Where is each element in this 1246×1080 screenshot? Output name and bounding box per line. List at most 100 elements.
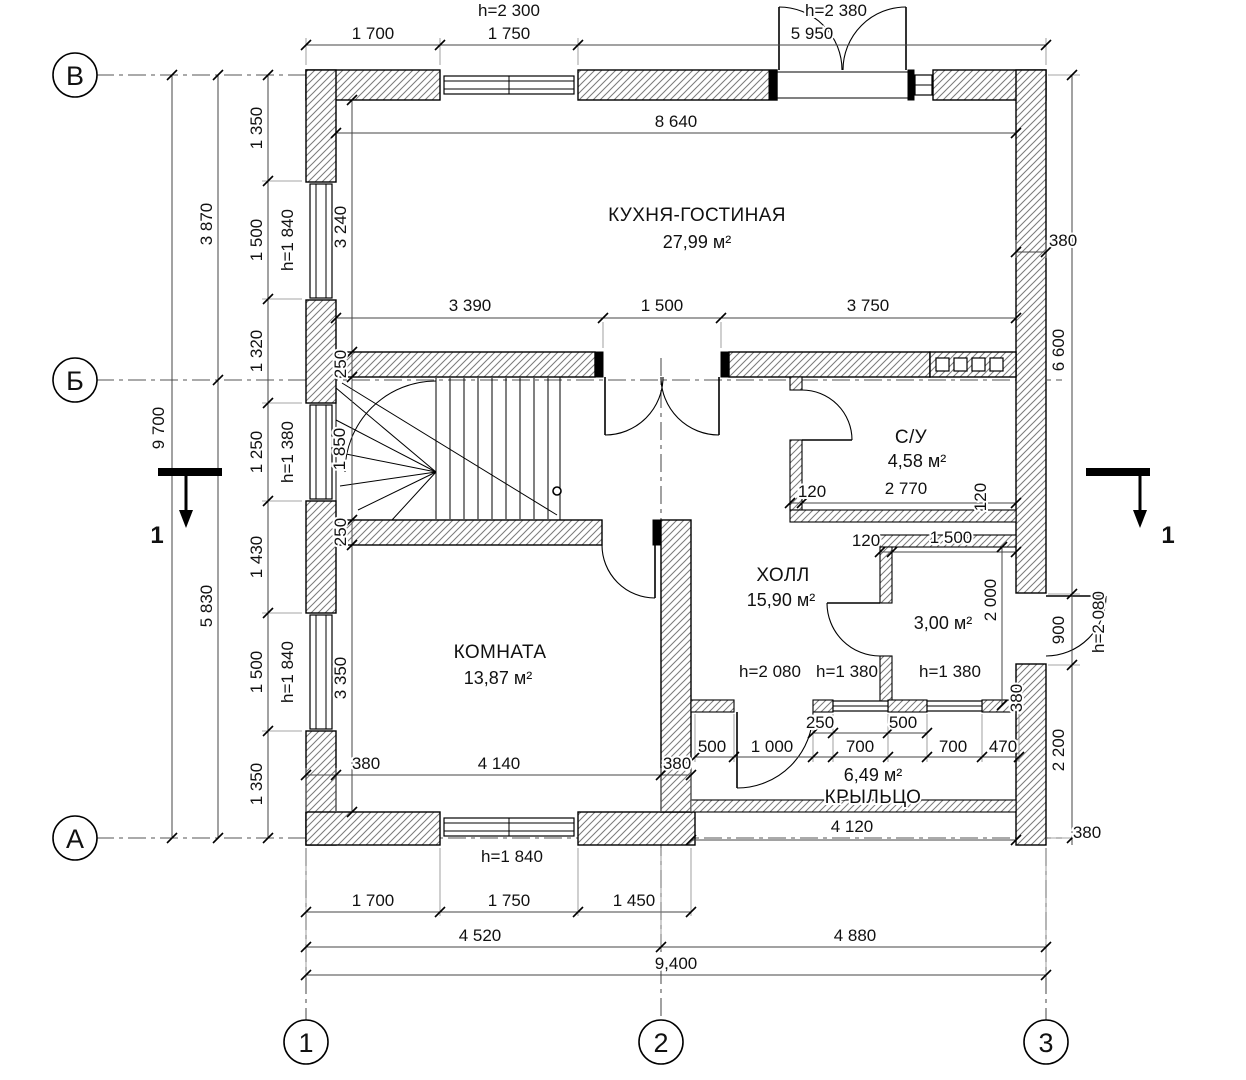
- door-jamb: [720, 351, 730, 378]
- vent-cell: [935, 357, 950, 372]
- dim-right-porch-height: 2 200: [1049, 729, 1068, 772]
- dim-left-window2-height: h=1 380: [278, 421, 297, 483]
- axis-circle-1: [283, 1019, 329, 1065]
- wall-kitchen-south-2: [728, 351, 931, 378]
- dim-top-w2: 1 750: [488, 24, 531, 43]
- dim-left-s6: 1 500: [247, 651, 266, 694]
- room-porch-name: КРЫЛЬЦО: [825, 787, 922, 808]
- dimension-labels-bedroom-row: 380 4 140 380: [350, 752, 693, 775]
- dim-porch-window2-height: h=1 380: [919, 662, 981, 681]
- dim-porch-door-height: h=2 080: [739, 662, 801, 681]
- dim-bedroom-height: 3 350: [331, 657, 350, 700]
- axis-label-a: А: [66, 824, 84, 854]
- room-kitchen-name: КУХНЯ-ГОСТИНАЯ: [608, 205, 786, 226]
- dim-bottom-total: 9,400: [655, 954, 698, 973]
- vent-cell: [953, 357, 968, 372]
- dim-kitchen-b: 1 500: [641, 296, 684, 315]
- wall-top-2: [577, 69, 778, 101]
- kitchen-double-door: [604, 376, 720, 436]
- interior-walls: [335, 351, 1017, 813]
- dim-bottom-s2: 4 880: [834, 926, 877, 945]
- dim-tambour-wall: 120: [852, 531, 880, 550]
- dim-left-window1-height: h=1 840: [278, 209, 297, 271]
- dim-stairs-height: 1 850: [330, 428, 349, 471]
- dim-wall-250-top: 250: [331, 350, 350, 378]
- section-mark-left: 1: [150, 468, 222, 549]
- door-jamb: [594, 351, 604, 378]
- wall-tambour-north: [879, 534, 1017, 548]
- window-left-kitchen: [309, 183, 333, 299]
- dim-bedroom-wall-left: 380: [352, 754, 380, 773]
- dim-right-wall-bottom: 380: [1073, 823, 1101, 842]
- dimension-labels-top: h=2 300 1 700 1 750 h=2 380 5 950 8 640: [350, 0, 869, 133]
- dim-porch-700a: 700: [846, 737, 874, 756]
- axis-circle-b: [52, 357, 98, 403]
- room-bedroom-name: КОМНАТА: [454, 642, 547, 663]
- axis-circle-2: [638, 1019, 684, 1065]
- dim-tambour-width: 1 500: [930, 528, 973, 547]
- stair-winders: [335, 380, 562, 521]
- dim-bath-a: 120: [798, 482, 826, 501]
- dim-bottom-w3: 1 450: [613, 891, 656, 910]
- porch-door: [736, 711, 814, 789]
- dim-porch-250: 250: [806, 713, 834, 732]
- dim-top-window-height: h=2 300: [478, 1, 540, 20]
- dim-tambour-height: 2 000: [981, 579, 1000, 622]
- entrance-opening: [768, 69, 915, 101]
- section-label-right: 1: [1161, 522, 1174, 549]
- dim-right-wall-top: 380: [1049, 231, 1077, 250]
- wall-right-1: [1015, 69, 1047, 594]
- dim-top-w1: 1 700: [352, 24, 395, 43]
- dim-right-door-width: 900: [1049, 616, 1068, 644]
- dim-top-door-height: h=2 380: [805, 1, 867, 20]
- dim-bedroom-wall-right: 380: [663, 754, 691, 773]
- dim-left-window3-height: h=1 840: [278, 641, 297, 703]
- wall-tambour-west-2: [879, 655, 893, 703]
- wall-bedroom-north: [335, 519, 603, 546]
- dim-top-span-right: 5 950: [791, 24, 834, 43]
- wall-left-2: [305, 299, 337, 404]
- wall-bath-south: [789, 509, 1017, 523]
- dim-kitchen-height: 3 240: [331, 206, 350, 249]
- window-top: [443, 75, 575, 95]
- dim-porch-470: 470: [989, 737, 1017, 756]
- dim-left-span-vb: 3 870: [197, 203, 216, 246]
- wall-bedroom-east: [660, 519, 692, 813]
- stair-risers: [435, 378, 549, 519]
- dim-kitchen-width: 8 640: [655, 112, 698, 131]
- wall-bottom-2: [577, 811, 696, 846]
- door-jamb: [907, 69, 915, 101]
- windows: [309, 74, 983, 837]
- room-hall-area: 15,90 м²: [747, 590, 815, 610]
- room-porch-area: 6,49 м²: [844, 765, 902, 785]
- stairs: [335, 376, 562, 521]
- dim-bedroom-width: 4 140: [478, 754, 521, 773]
- vent-cell: [989, 357, 1004, 372]
- dim-porch-window1-height: h=1 380: [816, 662, 878, 681]
- axis-circle-a: [52, 815, 98, 861]
- doors: [601, 6, 1107, 789]
- room-tambour-area: 3,00 м²: [914, 613, 972, 633]
- vent-cell: [971, 357, 986, 372]
- bath-door: [801, 389, 853, 441]
- door-jamb: [652, 519, 662, 546]
- axis-label-3: 3: [1038, 1028, 1053, 1058]
- dim-bath-c: 120: [971, 483, 990, 511]
- wall-porch-north-3: [887, 699, 928, 713]
- dim-left-s7: 1 350: [247, 763, 266, 806]
- dim-bottom-window-height: h=1 840: [481, 847, 543, 866]
- section-label-left: 1: [150, 522, 163, 549]
- dim-porch-wall: 380: [1007, 684, 1026, 712]
- dimension-labels-right: 380 6 600 900 h=2 080 2 200 2 000 380 38…: [979, 229, 1110, 844]
- dim-porch-1000: 1 000: [751, 737, 794, 756]
- window-left-bedroom: [309, 614, 333, 730]
- door-jamb: [768, 69, 778, 101]
- window-sidelight: [914, 74, 933, 96]
- room-bedroom-area: 13,87 м²: [464, 668, 532, 688]
- section-mark-right: 1: [1086, 468, 1175, 549]
- wall-bottom-1: [305, 811, 441, 846]
- dim-right-door-height: h=2 080: [1089, 591, 1108, 653]
- tambour-door: [826, 602, 881, 657]
